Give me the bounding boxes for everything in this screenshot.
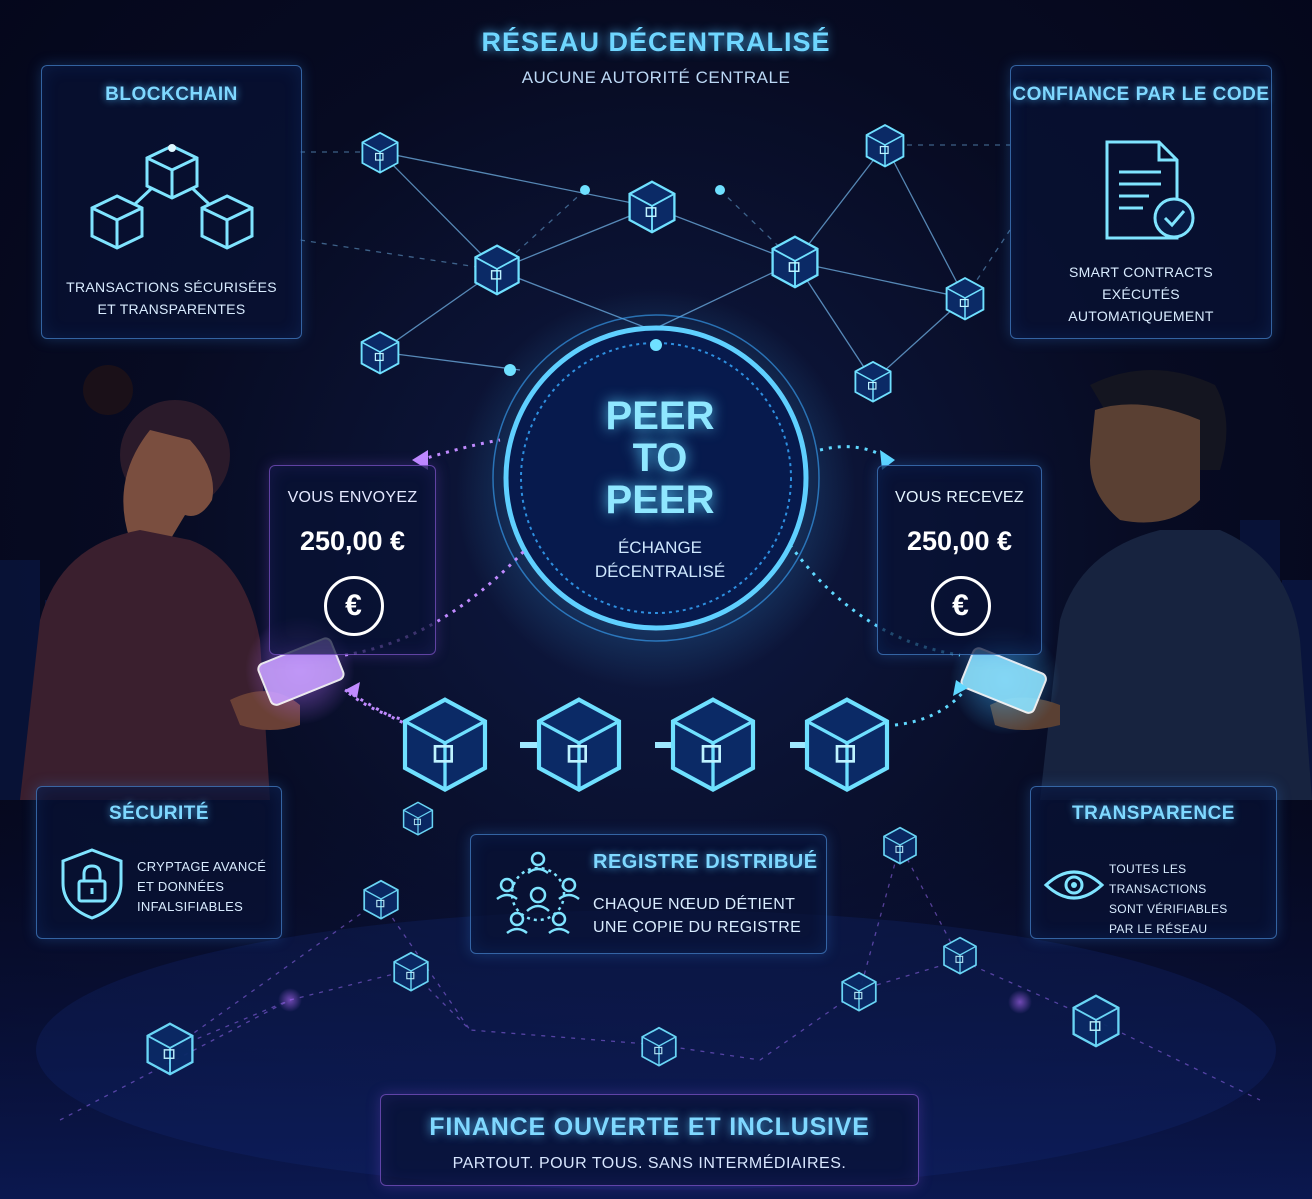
receive-amount: 250,00 €	[906, 526, 1013, 556]
shield-lock-icon	[61, 848, 123, 920]
euro-icon: €	[323, 576, 384, 636]
contract-check-icon	[1105, 140, 1195, 240]
send-amount: 250,00 €	[299, 526, 406, 556]
security-title: SÉCURITÉ	[108, 803, 210, 824]
hub-title-line-2: TO	[632, 436, 688, 480]
smart-contracts-description: SMART CONTRACTS EXÉCUTÉS AUTOMATIQUEMENT	[1068, 264, 1214, 324]
receiver-person	[990, 370, 1312, 800]
receive-label: VOUS RECEVEZ	[895, 489, 1024, 506]
footer-subtitle: PARTOUT. POUR TOUS. SANS INTERMÉDIAIRES.	[452, 1155, 847, 1172]
registry-panel: REGISTRE DISTRIBUÉ CHAQUE NŒUD DÉTIENT U…	[470, 834, 827, 954]
receive-card: VOUS RECEVEZ 250,00 € €	[877, 465, 1042, 655]
blockchain-title: BLOCKCHAIN	[105, 84, 238, 105]
registry-description: CHAQUE NŒUD DÉTIENT UNE COPIE DU REGISTR…	[593, 896, 802, 936]
hub-ring	[503, 325, 809, 631]
hub-title-line-3: PEER	[605, 478, 715, 522]
blockchain-description: TRANSACTIONS SÉCURISÉES ET TRANSPARENTES	[66, 279, 277, 317]
security-description: CRYPTAGE AVANCÉ ET DONNÉES INFALSIFIABLE…	[137, 859, 267, 914]
linked-cubes-icon	[90, 144, 254, 250]
page-title: RÉSEAU DÉCENTRALISÉ	[481, 27, 831, 57]
send-card: VOUS ENVOYEZ 250,00 € €	[269, 465, 436, 655]
network-people-icon	[496, 851, 580, 935]
registry-title: REGISTRE DISTRIBUÉ	[593, 851, 818, 873]
smart-contracts-title: CONFIANCE PAR LE CODE	[1012, 84, 1270, 105]
hub-title-line-1: PEER	[605, 394, 715, 438]
security-panel: SÉCURITÉ CRYPTAGE AVANCÉ ET DONNÉES INFA…	[36, 786, 282, 939]
page-subtitle: AUCUNE AUTORITÉ CENTRALE	[521, 68, 791, 87]
footer-panel: FINANCE OUVERTE ET INCLUSIVE PARTOUT. PO…	[380, 1094, 919, 1186]
transparency-panel: TRANSPARENCE TOUTES LES TRANSACTIONS SON…	[1030, 786, 1277, 939]
hub-subtitle: ÉCHANGE DÉCENTRALISÉ	[594, 538, 726, 581]
transparency-description: TOUTES LES TRANSACTIONS SONT VÉRIFIABLES…	[1109, 862, 1228, 936]
sender-person	[20, 365, 300, 800]
euro-icon: €	[930, 576, 991, 636]
smart-contracts-panel: CONFIANCE PAR LE CODE SMART CONTRACTS EX…	[1010, 65, 1272, 339]
send-label: VOUS ENVOYEZ	[287, 489, 418, 506]
footer-title: FINANCE OUVERTE ET INCLUSIVE	[429, 1113, 870, 1141]
transparency-title: TRANSPARENCE	[1072, 803, 1235, 824]
eye-icon	[1043, 870, 1105, 900]
blockchain-chain	[405, 700, 887, 790]
blockchain-panel: BLOCKCHAIN TRANSACTIONS SÉCURISÉES ET TR…	[41, 65, 302, 339]
